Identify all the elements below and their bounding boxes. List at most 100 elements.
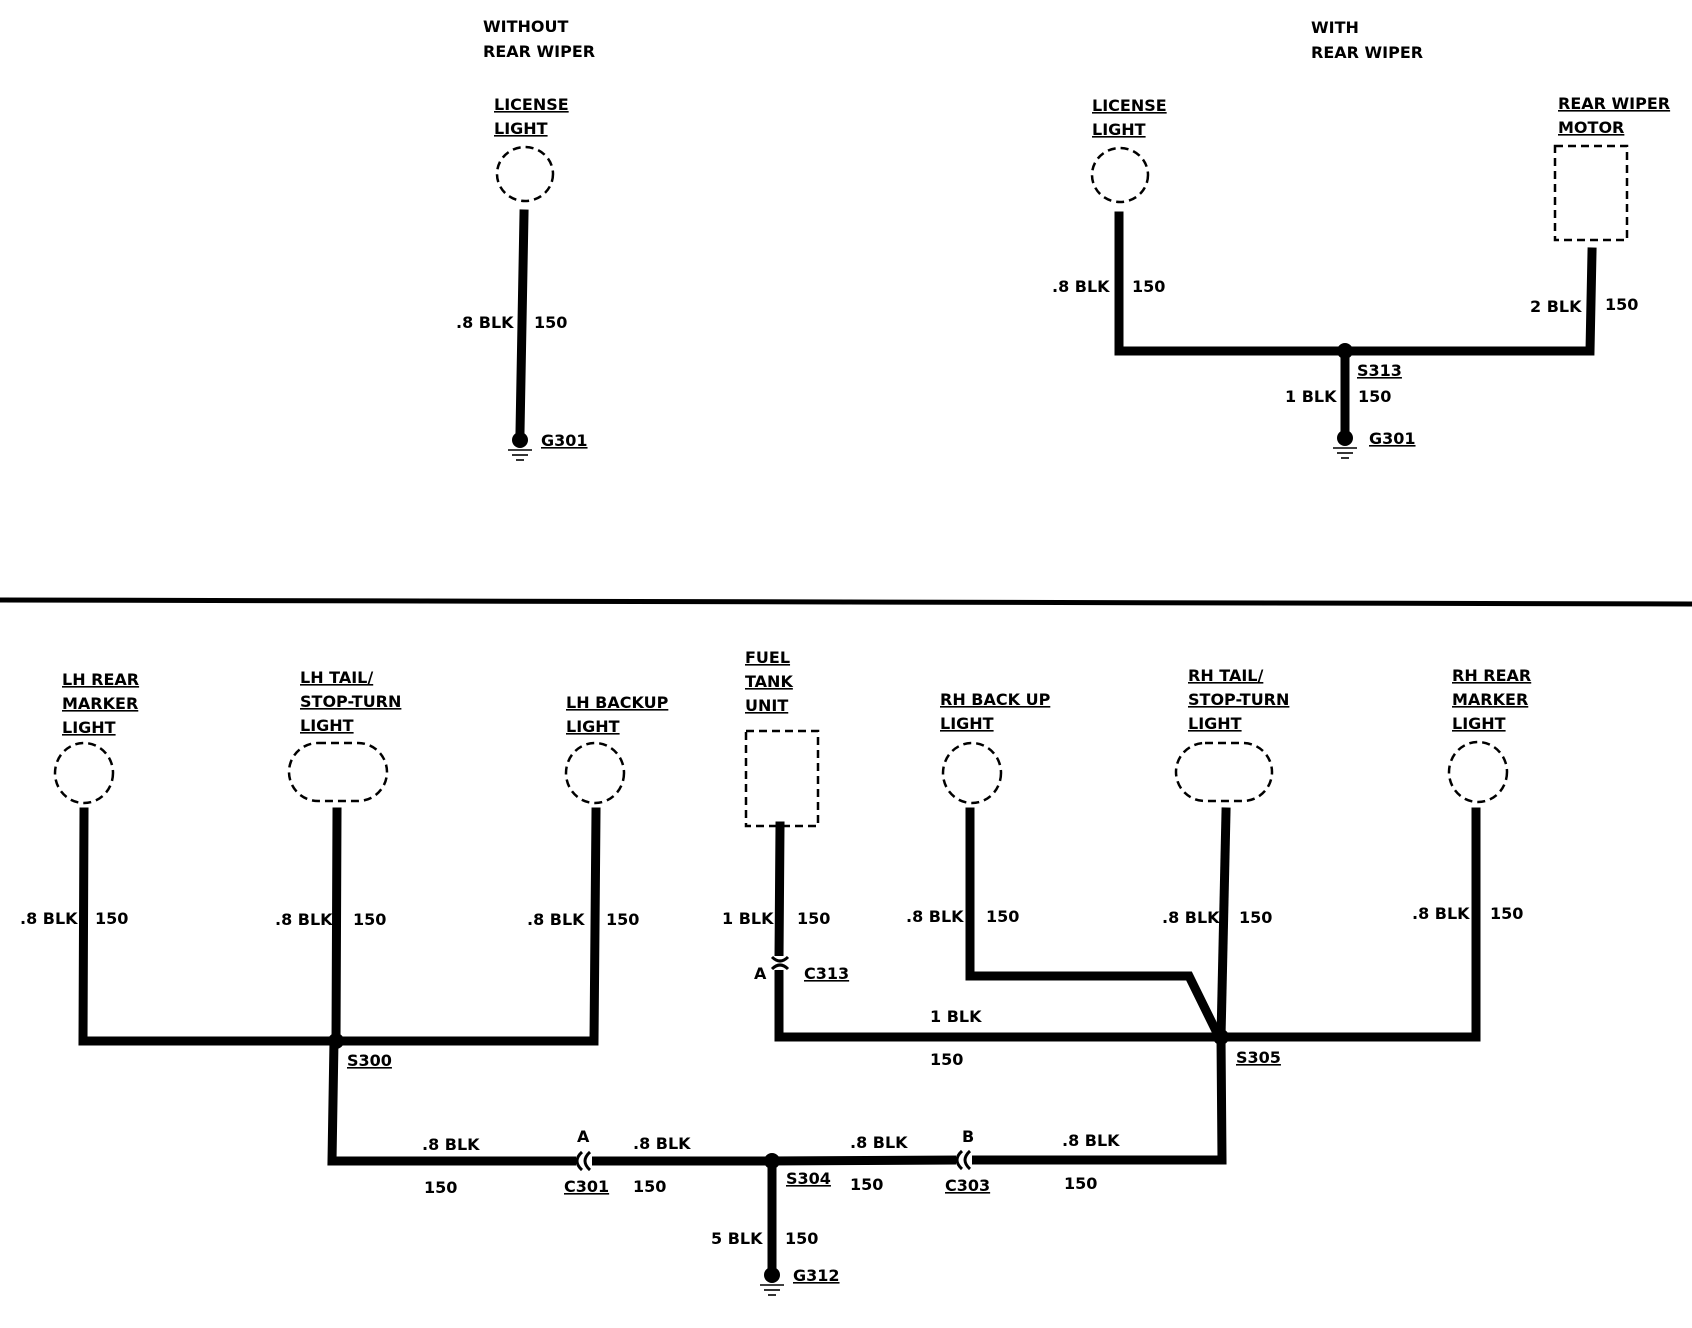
section-title-line1: WITHOUT	[483, 17, 569, 36]
rh-rear-marker-label-line2: MARKER	[1452, 690, 1528, 709]
fuel-tank-unit	[744, 729, 820, 828]
wire-size-label: 2 BLK	[1530, 297, 1582, 316]
lh-rear-marker-label-line3: LIGHT	[62, 718, 116, 737]
wire-fuel-to-c313	[774, 821, 785, 963]
wire-circuit-label: 150	[534, 313, 567, 332]
splice-label-s304: S304	[786, 1169, 831, 1188]
connector-label-c313: C313	[804, 964, 849, 983]
wire-license-to-s313	[1114, 211, 1351, 356]
ground-symbol-g301-a	[508, 432, 532, 461]
wire-rh-backup-to-s305	[965, 807, 1226, 1044]
connector-c303	[955, 1149, 972, 1171]
lh-rear-marker-label-line2: MARKER	[62, 694, 138, 713]
wire-license-to-g301	[515, 209, 529, 437]
wire-lh-tail-to-s300	[331, 807, 342, 1046]
lh-tail-label-line2: STOP-TURN	[300, 692, 401, 711]
wire-circuit-label: 150	[353, 910, 386, 929]
wire-size-label: .8 BLK	[633, 1134, 691, 1153]
rear-wiper-motor-label-line2: MOTOR	[1558, 118, 1624, 137]
wire-size-label: 5 BLK	[711, 1229, 763, 1248]
wire-circuit-label: 150	[1239, 908, 1272, 927]
wire-wiper-to-s313	[1341, 247, 1597, 356]
wire-size-label: .8 BLK	[1052, 277, 1110, 296]
wire-circuit-label: 150	[424, 1178, 457, 1197]
wire-lh-backup-to-s300	[331, 807, 601, 1046]
wire-circuit-label: 150	[797, 909, 830, 928]
lh-backup-label-line2: LIGHT	[566, 717, 620, 736]
connector-pin-c313: A	[754, 964, 767, 983]
splice-s305	[1213, 1029, 1229, 1045]
splice-s313	[1337, 343, 1353, 359]
rh-tail-label-line2: STOP-TURN	[1188, 690, 1289, 709]
wire-rh-marker-to-s305	[1216, 807, 1481, 1042]
ground-label-g312: G312	[793, 1266, 840, 1285]
wire-circuit-label: 150	[785, 1229, 818, 1248]
wire-size-label: .8 BLK	[20, 909, 78, 928]
rear-wiper-motor-label-line1: REAR WIPER	[1558, 94, 1670, 113]
wire-circuit-label: 150	[1605, 295, 1638, 314]
section-with-rear-wiper: WITH REAR WIPER LICENSE LIGHT REAR WIPER…	[1052, 18, 1670, 459]
license-light-a	[495, 145, 555, 203]
rh-backup-light	[941, 741, 1003, 805]
license-light-label-line1: LICENSE	[1092, 96, 1167, 115]
wire-rh-tail-to-s305	[1216, 807, 1231, 1042]
ground-label-g301-b: G301	[1369, 429, 1416, 448]
wire-lh-marker-to-s300	[78, 807, 339, 1046]
wire-s300-to-c301	[327, 1036, 583, 1166]
fuel-tank-label-line2: TANK	[745, 672, 793, 691]
ground-symbol-g301-b	[1333, 430, 1357, 459]
section-divider	[0, 597, 1692, 607]
rh-tail-label-line1: RH TAIL/	[1188, 666, 1263, 685]
wire-size-label: 1 BLK	[930, 1007, 982, 1026]
wire-circuit-label: 150	[1490, 904, 1523, 923]
connector-pin-c301: A	[577, 1127, 590, 1146]
wire-c303-to-s304	[767, 1155, 963, 1166]
lh-tail-label-line1: LH TAIL/	[300, 668, 373, 687]
rh-tail-label-line3: LIGHT	[1188, 714, 1242, 733]
wire-size-label: 1 BLK	[1285, 387, 1337, 406]
connector-pin-c303: B	[962, 1127, 974, 1146]
rear-wiper-motor	[1553, 144, 1629, 242]
wire-size-label: .8 BLK	[527, 910, 585, 929]
wire-size-label: .8 BLK	[422, 1135, 480, 1154]
wire-size-label: .8 BLK	[1062, 1131, 1120, 1150]
wire-circuit-label: 150	[1064, 1174, 1097, 1193]
section-rear-lighting: LH REAR MARKER LIGHT LH TAIL/ STOP-TURN …	[20, 648, 1531, 1296]
splice-s304	[764, 1153, 780, 1169]
wire-size-label: .8 BLK	[1162, 908, 1220, 927]
wire-circuit-label: 150	[986, 907, 1019, 926]
wire-circuit-label: 150	[606, 910, 639, 929]
lh-tail-stop-turn-light	[287, 741, 389, 803]
rh-rear-marker-label-line1: RH REAR	[1452, 666, 1531, 685]
rh-rear-marker-label-line3: LIGHT	[1452, 714, 1506, 733]
wire-circuit-label: 150	[850, 1175, 883, 1194]
splice-label-s313: S313	[1357, 361, 1402, 380]
rh-rear-marker-light	[1447, 740, 1509, 804]
connector-label-c303: C303	[945, 1176, 990, 1195]
section-without-rear-wiper: WITHOUT REAR WIPER LICENSE LIGHT .8 BLK …	[456, 17, 595, 461]
wire-size-label: 1 BLK	[722, 909, 774, 928]
wire-c313-to-s305	[774, 963, 1225, 1042]
wire-size-label: .8 BLK	[850, 1133, 908, 1152]
lh-rear-marker-light	[53, 741, 115, 805]
fuel-tank-label-line1: FUEL	[745, 648, 790, 667]
splice-s300	[328, 1033, 344, 1049]
rh-tail-stop-turn-light	[1174, 741, 1274, 803]
connector-c313	[770, 955, 790, 971]
lh-tail-label-line3: LIGHT	[300, 716, 354, 735]
license-light-label-line2: LIGHT	[494, 119, 548, 138]
wire-circuit-label: 150	[1358, 387, 1391, 406]
connector-c301	[575, 1150, 592, 1172]
wire-size-label: .8 BLK	[456, 313, 514, 332]
wire-s305-to-c303	[965, 1032, 1227, 1165]
wire-circuit-label: 150	[95, 909, 128, 928]
section-title-line1: WITH	[1311, 18, 1359, 37]
ground-label-g301-a: G301	[541, 431, 588, 450]
license-light-label-line2: LIGHT	[1092, 120, 1146, 139]
wire-circuit-label: 150	[633, 1177, 666, 1196]
rh-backup-label-line1: RH BACK UP	[940, 690, 1051, 709]
wire-size-label: .8 BLK	[906, 907, 964, 926]
connector-label-c301: C301	[564, 1177, 609, 1196]
license-light-b	[1090, 146, 1150, 204]
